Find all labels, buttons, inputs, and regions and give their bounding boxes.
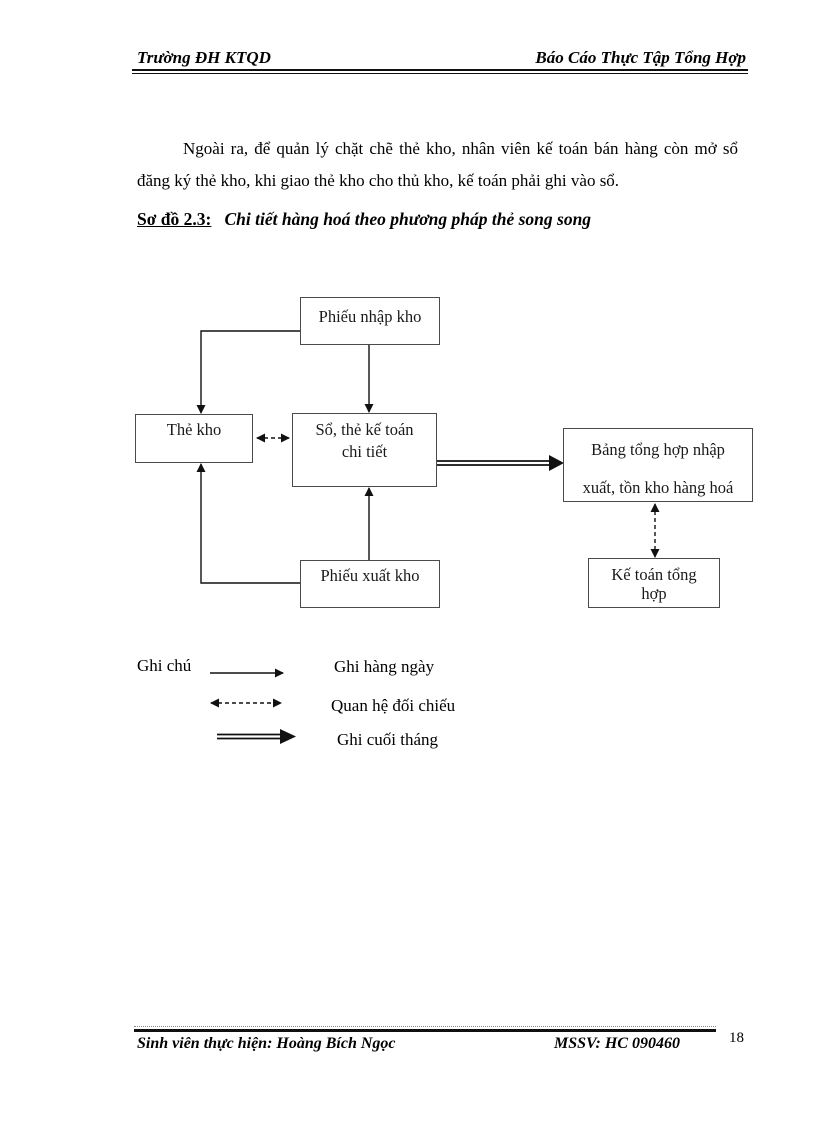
box-phieu-nhap-kho: Phiếu nhập kho [300, 297, 440, 345]
header-right: Báo Cáo Thực Tập Tổng Hợp [535, 48, 746, 67]
legend-item-crosscheck: Quan hệ đối chiếu [331, 696, 456, 715]
diagram-title-label: Sơ đồ 2.3: [137, 209, 212, 229]
box-so-the-ke-toan-chi-tiet: Sổ, thẻ kế toán chi tiết [292, 413, 437, 487]
page-number: 18 [729, 1030, 744, 1046]
box-the-kho: Thẻ kho [135, 414, 253, 463]
legend-title: Ghi chú [137, 656, 192, 675]
connector-nhap-to-thekho [196, 330, 300, 414]
box-phieu-xuat-kho: Phiếu xuất kho [300, 560, 440, 608]
footer-mssv: MSSV: HC 090460 [554, 1035, 680, 1052]
diagram-title-text: Chi tiết hàng hoá theo phương pháp thẻ s… [224, 209, 592, 229]
legend-item-daily: Ghi hàng ngày [334, 657, 435, 676]
header-rule [132, 69, 748, 74]
diagram-title: Sơ đồ 2.3: Chi tiết hàng hoá theo phương… [137, 209, 591, 230]
box-bang-tong-hop-nhap-xuat-ton: Bảng tổng hợp nhập xuất, tồn kho hàng ho… [563, 428, 753, 502]
header-left: Trường ĐH KTQD [137, 48, 271, 67]
legend-double-line-arrowhead [280, 729, 296, 744]
legend-item-month-end: Ghi cuối tháng [337, 730, 439, 749]
connector-xuat-to-thekho [196, 463, 300, 584]
footer-rule [134, 1026, 716, 1032]
body-paragraph: Ngoài ra, để quản lý chặt chẽ thẻ kho, n… [137, 139, 738, 190]
box-ke-toan-tong-hop: Kế toán tổng hợp [588, 558, 720, 608]
connector-so-to-bang-arrowhead [549, 455, 564, 471]
footer-student: Sinh viên thực hiện: Hoàng Bích Ngọc [137, 1035, 396, 1052]
